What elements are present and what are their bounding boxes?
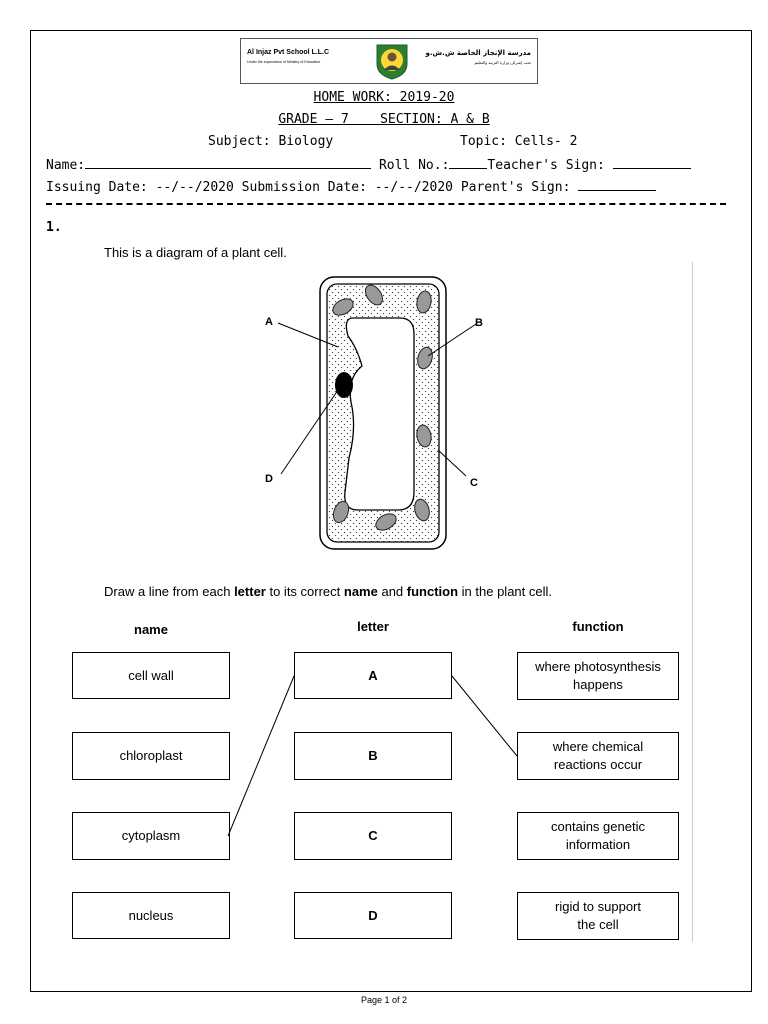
function-box-photosynthesis[interactable]: where photosynthesis happens bbox=[517, 652, 679, 700]
diagram-label-a: A bbox=[265, 316, 273, 328]
subject-label: Subject: Biology bbox=[208, 134, 333, 149]
instruction-part-3: to its correct bbox=[266, 584, 344, 599]
roll-label: Roll No.: bbox=[379, 158, 449, 173]
homework-title: HOME WORK: 2019-20 bbox=[314, 90, 455, 105]
topic-label: Topic: Cells- 2 bbox=[460, 134, 577, 149]
grade-section-row: GRADE – 7 SECTION: A & B bbox=[0, 112, 768, 127]
page-footer: Page 1 of 2 bbox=[0, 995, 768, 1005]
letter-box-d[interactable]: D bbox=[294, 892, 452, 939]
column-header-letter: letter bbox=[294, 619, 452, 634]
submission-date-label: Submission Date: --/--/2020 bbox=[242, 180, 453, 195]
teacher-sign-label: Teacher's Sign: bbox=[487, 158, 604, 173]
name-box-chloroplast[interactable]: chloroplast bbox=[72, 732, 230, 780]
instruction-part-2: letter bbox=[234, 584, 266, 599]
parent-sign-label: Parent's Sign: bbox=[461, 180, 571, 195]
instruction-part-4: name bbox=[344, 584, 378, 599]
name-box-cytoplasm[interactable]: cytoplasm bbox=[72, 812, 230, 860]
scan-edge-line bbox=[692, 262, 693, 942]
letter-box-label: A bbox=[368, 667, 377, 685]
parent-sign-field[interactable] bbox=[578, 179, 656, 191]
question-number: 1. bbox=[46, 220, 62, 235]
instruction: Draw a line from each letter to its corr… bbox=[104, 584, 552, 599]
name-box-cell-wall[interactable]: cell wall bbox=[72, 652, 230, 699]
name-field[interactable] bbox=[85, 157, 371, 169]
vacuole bbox=[345, 318, 414, 510]
function-box-label: where photosynthesis happens bbox=[535, 658, 661, 694]
function-box-label: contains genetic information bbox=[551, 818, 645, 854]
school-subtitle-english: Under the supervision of Ministry of Edu… bbox=[247, 60, 320, 64]
name-box-nucleus[interactable]: nucleus bbox=[72, 892, 230, 939]
name-box-label: cytoplasm bbox=[122, 827, 181, 845]
school-logo-banner: Al Injaz Pvt School L.L.C Under the supe… bbox=[240, 38, 538, 84]
teacher-sign-field[interactable] bbox=[613, 157, 691, 169]
diagram-label-c: C bbox=[470, 477, 478, 489]
function-box-genetic-information[interactable]: contains genetic information bbox=[517, 812, 679, 860]
instruction-part-5: and bbox=[378, 584, 407, 599]
name-row: Name: Roll No.: Teacher's Sign: bbox=[46, 157, 691, 173]
letter-box-b[interactable]: B bbox=[294, 732, 452, 780]
letter-box-c[interactable]: C bbox=[294, 812, 452, 860]
function-box-chemical-reactions[interactable]: where chemical reactions occur bbox=[517, 732, 679, 780]
diagram-label-d: D bbox=[265, 473, 273, 485]
name-box-label: cell wall bbox=[128, 667, 174, 685]
question-intro: This is a diagram of a plant cell. bbox=[104, 245, 287, 260]
letter-box-label: C bbox=[368, 827, 377, 845]
separator-dashed bbox=[46, 203, 726, 205]
nucleus-shape bbox=[335, 372, 353, 398]
issuing-date-label: Issuing Date: --/--/2020 bbox=[46, 180, 234, 195]
instruction-part-1: Draw a line from each bbox=[104, 584, 234, 599]
plant-cell-diagram bbox=[250, 270, 510, 560]
column-header-function: function bbox=[517, 619, 679, 634]
instruction-part-6: function bbox=[407, 584, 458, 599]
grade-section: GRADE – 7 SECTION: A & B bbox=[278, 112, 489, 127]
function-box-label: rigid to support the cell bbox=[555, 898, 641, 934]
name-label: Name: bbox=[46, 158, 85, 173]
name-box-label: nucleus bbox=[129, 907, 174, 925]
letter-box-label: B bbox=[368, 747, 377, 765]
diagram-label-b: B bbox=[475, 317, 483, 329]
school-subtitle-arabic: تحت إشراف وزارة التربية والتعليم bbox=[475, 60, 531, 65]
instruction-part-7: in the plant cell. bbox=[458, 584, 552, 599]
school-crest-icon bbox=[374, 42, 410, 80]
homework-title-row: HOME WORK: 2019-20 bbox=[0, 90, 768, 105]
school-name-arabic: مدرسة الإنجاز الخاصة ش.ش.و bbox=[426, 49, 532, 57]
roll-field[interactable] bbox=[449, 157, 487, 169]
name-box-label: chloroplast bbox=[120, 747, 183, 765]
letter-box-label: D bbox=[368, 907, 377, 925]
dates-row: Issuing Date: --/--/2020 Submission Date… bbox=[46, 179, 656, 195]
column-header-name: name bbox=[72, 622, 230, 637]
function-box-rigid-support[interactable]: rigid to support the cell bbox=[517, 892, 679, 940]
function-box-label: where chemical reactions occur bbox=[553, 738, 643, 774]
school-name-english: Al Injaz Pvt School L.L.C bbox=[247, 49, 329, 56]
letter-box-a[interactable]: A bbox=[294, 652, 452, 699]
